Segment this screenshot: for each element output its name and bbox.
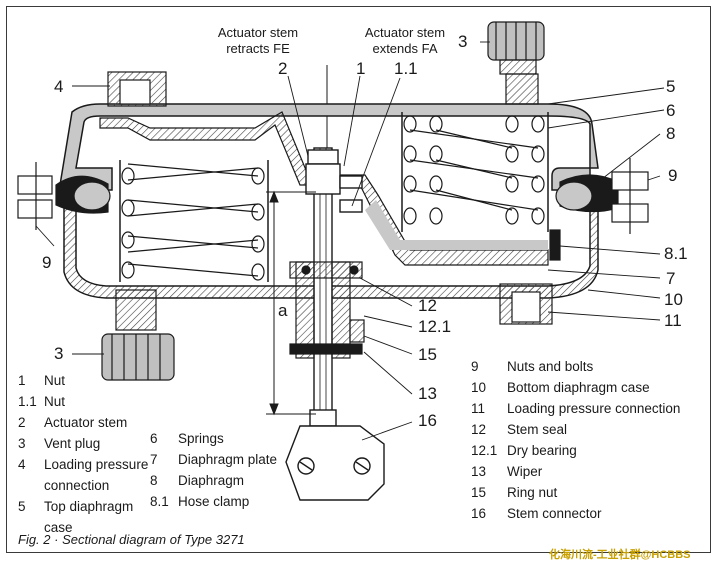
callout-1-1: 1.1 [394, 59, 418, 78]
callout-11: 11 [664, 311, 682, 330]
stem-seal-housing [289, 261, 365, 359]
legend-text: Diaphragm [178, 473, 245, 488]
legend-text: Stem connector [507, 506, 602, 521]
callout-9-right: 9 [668, 166, 678, 185]
callout-12: 12 [418, 296, 437, 315]
legend-text: case [44, 520, 73, 535]
top-diaphragm-case [59, 103, 599, 191]
callout-4: 4 [54, 77, 64, 96]
callout-3-top: 3 [458, 32, 468, 51]
callout-16: 16 [418, 411, 437, 430]
fa-label: Actuator stem extends FA [349, 25, 461, 57]
callout-2: 2 [278, 59, 288, 78]
figure-frame [6, 6, 711, 553]
diaphragm-plate [99, 111, 549, 266]
vent-plug-bottom [101, 289, 175, 381]
legend-text: Diaphragm plate [178, 452, 278, 467]
legend-number: 8 [150, 473, 158, 488]
callout-6: 6 [666, 101, 676, 120]
callout-15: 15 [418, 345, 437, 364]
diaphragm-gray-fa [365, 200, 548, 250]
dimension-a-label: a [278, 301, 288, 320]
legend-number: 8.1 [150, 494, 169, 509]
stem-connector [285, 425, 385, 501]
legend-number: 12.1 [471, 443, 498, 458]
legend-text: Nut [44, 373, 66, 388]
legend-number: 10 [471, 380, 487, 395]
springs-fe [119, 160, 269, 282]
callout-10: 10 [664, 290, 683, 309]
legend-number: 7 [150, 452, 158, 467]
legend-number: 3 [18, 436, 26, 451]
vent-plug-top [487, 21, 545, 105]
watermark: 化海川流-工业社群@HCBBS [549, 549, 691, 561]
loading-connection-top [107, 71, 167, 107]
legend-text: Hose clamp [178, 494, 250, 509]
callout-8: 8 [666, 124, 676, 143]
callout-3-bottom: 3 [54, 344, 64, 363]
legend-text: Top diaphragm [44, 499, 134, 514]
legend-text: Bottom diaphragm case [507, 380, 650, 395]
legend-number: 2 [18, 415, 26, 430]
leader-lines [35, 41, 665, 441]
callout-7: 7 [666, 269, 676, 288]
callout-5: 5 [666, 77, 676, 96]
legend-text: Stem seal [507, 422, 568, 437]
legend-text: Loading pressure [44, 457, 149, 472]
legend-number: 11 [471, 401, 486, 416]
legend-text: Dry bearing [507, 443, 577, 458]
legend-text: Ring nut [507, 485, 558, 500]
springs-fa [401, 112, 549, 232]
figure-caption: Fig. 2 · Sectional diagram of Type 3271 [18, 532, 245, 547]
legend-text: Vent plug [44, 436, 101, 451]
legend-number: 5 [18, 499, 26, 514]
legend-text: connection [44, 478, 110, 493]
legend-number: 6 [150, 431, 158, 446]
legend-number: 15 [471, 485, 487, 500]
callout-12-1: 12.1 [418, 317, 452, 336]
legend-number: 1 [18, 373, 26, 388]
fa-label-line1: Actuator stem [364, 25, 446, 40]
legend-number: 16 [471, 506, 487, 521]
legend-text: Wiper [507, 464, 543, 479]
legend-text: Springs [178, 431, 224, 446]
legend-number: 1.1 [18, 394, 37, 409]
fe-label: Actuator stem retracts FE [202, 25, 314, 57]
legend-text: Nut [44, 394, 66, 409]
fe-label-line2: retracts FE [226, 41, 290, 56]
legend-text: Loading pressure connection [507, 401, 681, 416]
dimension-a [266, 190, 316, 416]
callout-9-left: 9 [42, 253, 52, 272]
legend-number: 12 [471, 422, 487, 437]
callout-1: 1 [356, 59, 366, 78]
callout-8-1: 8.1 [664, 244, 688, 263]
loading-connection-bottom [499, 283, 553, 325]
fa-label-line2: extends FA [372, 41, 438, 56]
flange-bolt-left [17, 162, 111, 230]
legend-number: 4 [18, 457, 26, 472]
legend-number: 13 [471, 464, 487, 479]
legend-text: Actuator stem [44, 415, 128, 430]
legend-text: Nuts and bolts [507, 359, 594, 374]
legend-number: 9 [471, 359, 479, 374]
callout-13: 13 [418, 384, 437, 403]
fe-label-line1: Actuator stem [217, 25, 299, 40]
flange-bolt-right [549, 158, 649, 261]
